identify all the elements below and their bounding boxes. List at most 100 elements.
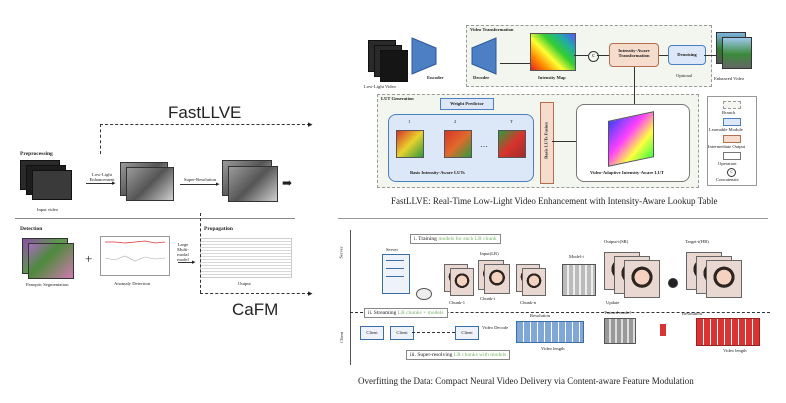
enhanced-video-label: Enhanced Video xyxy=(714,76,745,81)
training-chunk: LR chunk xyxy=(474,236,497,242)
cafm-arrow-stem xyxy=(200,213,201,293)
basis-luts-fusion-label: Basis LUTs Fusion xyxy=(543,122,549,159)
client-icon: Client xyxy=(390,326,414,340)
fastllve-label: FastLLVE xyxy=(168,103,242,122)
output-label: Output xyxy=(238,281,251,286)
update-label: Update xyxy=(606,300,620,305)
cafm-arrow-line xyxy=(200,293,310,294)
detection-label: Detection xyxy=(20,226,43,232)
cafm-arrow-head: ▸ xyxy=(308,288,313,298)
basis-lut-cube xyxy=(396,130,424,158)
model-i-block xyxy=(562,264,596,296)
basis-lut-cube xyxy=(498,130,526,158)
output-text-block xyxy=(200,238,292,278)
output-sr-frame xyxy=(624,260,660,298)
concatenate-icon: c xyxy=(588,51,599,62)
video-transformation-label: Video Transformation xyxy=(470,27,514,32)
training-step: i. Training xyxy=(414,236,437,242)
resolution-label-lr: Resolution xyxy=(530,313,550,318)
streaming-step: ii. Streaming xyxy=(368,310,397,316)
decoder-label: Decoder xyxy=(473,75,490,80)
lut-label-1: 1 xyxy=(408,119,411,124)
fastllve-arrow-stem xyxy=(100,124,101,154)
video-adaptive-lut-cube xyxy=(608,111,654,167)
row-divider xyxy=(15,218,295,219)
ellipsis: … xyxy=(480,140,488,149)
connector xyxy=(574,55,588,56)
connector xyxy=(634,67,635,104)
input-video-frame xyxy=(32,170,72,200)
loss-icon xyxy=(668,278,678,288)
server-side-label: Server xyxy=(338,246,344,259)
cafm-caption: Overfitting the Data: Compact Neural Vid… xyxy=(358,376,694,386)
target-hr-frame xyxy=(706,260,742,298)
sr-video-frame xyxy=(228,166,278,202)
concatenate-icon: c xyxy=(727,168,736,177)
training-tag: i. Training models for each LR chunk xyxy=(410,234,501,244)
super-resolving-step: iii. Super-resolving xyxy=(410,352,453,358)
video-length-label-sr: Video length xyxy=(723,348,747,353)
fastllve-arrow-head: ▸ xyxy=(308,119,313,129)
client-connector xyxy=(412,332,455,333)
streaming-content: LR chunks + models xyxy=(397,310,444,316)
training-models: models for each xyxy=(438,236,474,242)
intensity-map-label: Intensity Map xyxy=(538,75,566,80)
legend-branch-label: Branch xyxy=(722,110,736,115)
legend-operation-swatch xyxy=(723,152,741,160)
legend-concatenate-label: Concatenate xyxy=(716,177,739,182)
side-divider xyxy=(350,230,351,365)
chunk-n-label: Chunk-n xyxy=(520,300,537,305)
decoder-block xyxy=(471,37,497,75)
encoder-block xyxy=(411,37,437,75)
connector xyxy=(704,55,716,56)
chunk-frame xyxy=(450,268,474,296)
server-label: Server xyxy=(386,247,398,252)
cafm-label: CaFM xyxy=(232,300,279,319)
basis-lut-cube xyxy=(444,130,472,158)
propagation-label: Propagation xyxy=(204,226,233,232)
fastllve-arrow-line xyxy=(100,124,310,125)
trained-model-block xyxy=(604,318,636,344)
connector xyxy=(659,55,668,56)
server-rack-line xyxy=(386,268,404,269)
legend-intermediate-label: Intermediate Output xyxy=(708,144,746,149)
server-rack-line xyxy=(386,276,404,277)
client-side-label: Client xyxy=(339,331,345,344)
arrow xyxy=(86,183,114,184)
resolution-label-sr: Resolution xyxy=(682,311,702,316)
chunk-i-label: Chunk-i xyxy=(480,296,496,301)
arrow xyxy=(180,184,218,185)
lut-label-2: 2 xyxy=(454,119,457,124)
low-light-video-frame xyxy=(380,50,408,82)
connector xyxy=(552,141,576,142)
intensity-map xyxy=(530,33,576,71)
arrow-head: ▸ xyxy=(192,258,196,266)
server-rack-line xyxy=(386,260,404,261)
plus-sign: + xyxy=(85,251,93,266)
encoder-label: Encoder xyxy=(427,75,444,80)
anomaly-plot xyxy=(100,236,170,276)
database-icon xyxy=(416,288,432,300)
output-sr-label: Output-i(SR) xyxy=(604,239,629,244)
lr-frames-grid xyxy=(516,321,584,343)
low-light-enhancement-label: Low-Light Enhancement xyxy=(89,172,115,182)
input-video-label: Input video xyxy=(37,207,59,212)
preprocessing-label: Preprocessing xyxy=(20,151,53,157)
enhanced-video-frame xyxy=(126,167,174,201)
super-resolution-label: Super-Resolution xyxy=(184,177,217,182)
video-adaptive-lut-label: Video-Adaptive Intensity-Aware LUT xyxy=(590,170,664,175)
legend-branch-swatch xyxy=(723,101,741,109)
chunk-frame xyxy=(522,268,546,296)
trained-model-label: Trained model xyxy=(604,310,631,315)
output-marker xyxy=(660,324,666,336)
client-icon: Client xyxy=(455,326,479,340)
video-decode-label: Video Decode xyxy=(482,325,509,330)
legend-intermediate-swatch xyxy=(723,135,741,143)
super-resolving-content: LR chunks with models xyxy=(453,352,507,358)
target-hr-label: Target-i(HR) xyxy=(685,239,709,244)
server-client-divider xyxy=(350,312,770,313)
client-icon: Client xyxy=(360,326,384,340)
arrow-head: ▸ xyxy=(112,179,116,187)
denoising-block: Denoising xyxy=(668,45,706,65)
basis-luts-label: Basis Intensity-Aware LUTs xyxy=(410,170,465,175)
